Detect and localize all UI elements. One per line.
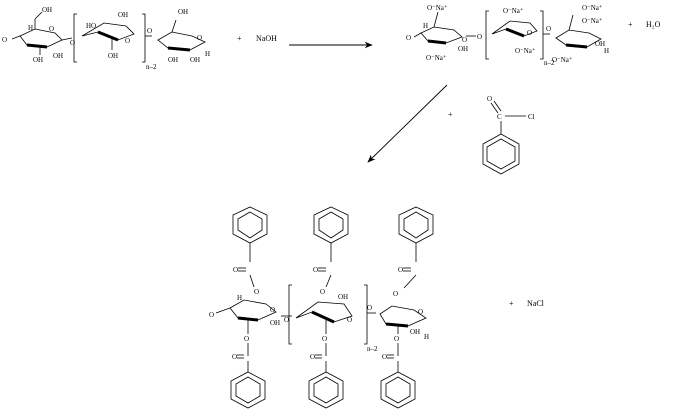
ring3-o-label: O <box>197 34 202 42</box>
water-label: H₂O <box>646 20 661 29</box>
ring2-ho-label: HO <box>86 22 96 30</box>
ring2-o-label: O <box>125 37 130 45</box>
ester2-o-label: O <box>313 266 318 274</box>
ester5-link-o-label: O <box>322 335 327 343</box>
nacl-label: NaCl <box>527 299 545 308</box>
alk-r1-h-label: H <box>423 22 428 30</box>
repeat-n-label-1: n–2 <box>146 63 157 71</box>
prod-glyco-o2-label: O <box>367 304 372 312</box>
prod-r2-o-label: O <box>347 316 352 324</box>
plus-sign-2: + <box>628 20 633 29</box>
alk-r2-bottom-label: O⁻Na⁺ <box>515 47 536 55</box>
chloride-label: Cl <box>528 113 535 121</box>
prod-r2-oh-label: OH <box>338 293 348 301</box>
ring2-oh-bottom-label: OH <box>108 52 118 60</box>
prod-r3-o-label: O <box>418 308 423 316</box>
alk-r2-top-label: O⁻Na⁺ <box>503 7 524 15</box>
alkoxide-product: O O⁻Na⁺ O⁻Na⁺ OH O H O n–2 O⁻Na⁺ O⁻Na⁺ O… <box>406 4 609 67</box>
alk-r2-o-label: O <box>527 29 532 37</box>
ester4-o-label: O <box>232 353 237 361</box>
prod-glyco-o1-label: O <box>284 316 289 324</box>
ring1-oh-top-label: OH <box>42 6 52 14</box>
plus-sign-1: + <box>237 34 242 43</box>
prod-r3-h-label: H <box>424 333 429 341</box>
ester3-o-label: O <box>398 266 403 274</box>
ester3-link-o-label: O <box>393 290 398 298</box>
ring2-oh-label: OH <box>118 11 128 19</box>
repeat-n-label-3: n–2 <box>367 345 378 353</box>
alk-r3-top-label: O⁻Na⁺ <box>582 4 603 12</box>
repeat-n-label-2: n–2 <box>544 59 555 67</box>
alk-r1-bottom-label: O⁻Na⁺ <box>426 54 447 62</box>
prod-r1-h-label: H <box>237 294 242 302</box>
alk-r3-right-label: O⁻Na⁺ <box>582 17 603 25</box>
ring1-oh-right-label: OH <box>53 52 63 60</box>
alk-chain-end-label: O <box>406 34 411 42</box>
glyco-o1-label: O <box>70 39 75 47</box>
ring3-h-label: H <box>205 50 210 58</box>
ring1-oh-bottom-label: OH <box>33 56 43 64</box>
acyl-o-label: O <box>487 95 492 103</box>
acyl-c-label: C <box>497 113 502 121</box>
alk-r1-o-label: O <box>462 36 467 44</box>
ester4-link-o-label: O <box>244 335 249 343</box>
alk-r3-bottom-label: O⁻Na⁺ <box>552 56 573 64</box>
glyco-o2-label: O <box>147 27 152 35</box>
ring1-h-label: H <box>28 24 33 32</box>
alk-glyco-o2-label: O <box>546 25 551 33</box>
alk-glyco-o1-label: O <box>477 33 482 41</box>
ester1-link-o-label: O <box>254 288 259 296</box>
benzoylated-cellulose: O O O O O O O O H OH O n–2 OH O O <box>209 206 434 409</box>
ester6-o-label: O <box>382 353 387 361</box>
prod-r3-oh-label: OH <box>410 328 420 336</box>
alk-r1-oh-label: OH <box>458 45 468 53</box>
plus-sign-4: + <box>509 299 514 308</box>
alk-r3-h-label: H <box>604 47 609 55</box>
benzoyl-chloride: O C Cl <box>482 95 535 175</box>
ring3-oh-top-label: OH <box>178 8 188 16</box>
ester5-o-label: O <box>310 353 315 361</box>
alk-r3-oh-label: OH <box>595 40 605 48</box>
diagonal-arrow-icon <box>367 84 448 163</box>
ester2-link-o-label: O <box>320 288 325 296</box>
ring1-o-label: O <box>49 25 54 33</box>
chain-end-o-label: O <box>2 36 7 44</box>
cellulose-reactant: O OH OH OH H O O n–2 HO OH OH O O OH OH … <box>2 6 210 71</box>
prod-r1-o-label: O <box>270 306 275 314</box>
prod-r1-oh-label: OH <box>270 319 280 327</box>
naoh-label: NaOH <box>256 34 277 43</box>
plus-sign-3: + <box>448 110 453 119</box>
ester6-link-o-label: O <box>394 335 399 343</box>
ring3-oh-right-label: OH <box>190 56 200 64</box>
ester1-o-label: O <box>233 266 238 274</box>
prod-chain-end-label: O <box>209 311 214 319</box>
alk-r1-top-label: O⁻Na⁺ <box>427 4 448 12</box>
ring3-oh-bottom-label: OH <box>168 56 178 64</box>
